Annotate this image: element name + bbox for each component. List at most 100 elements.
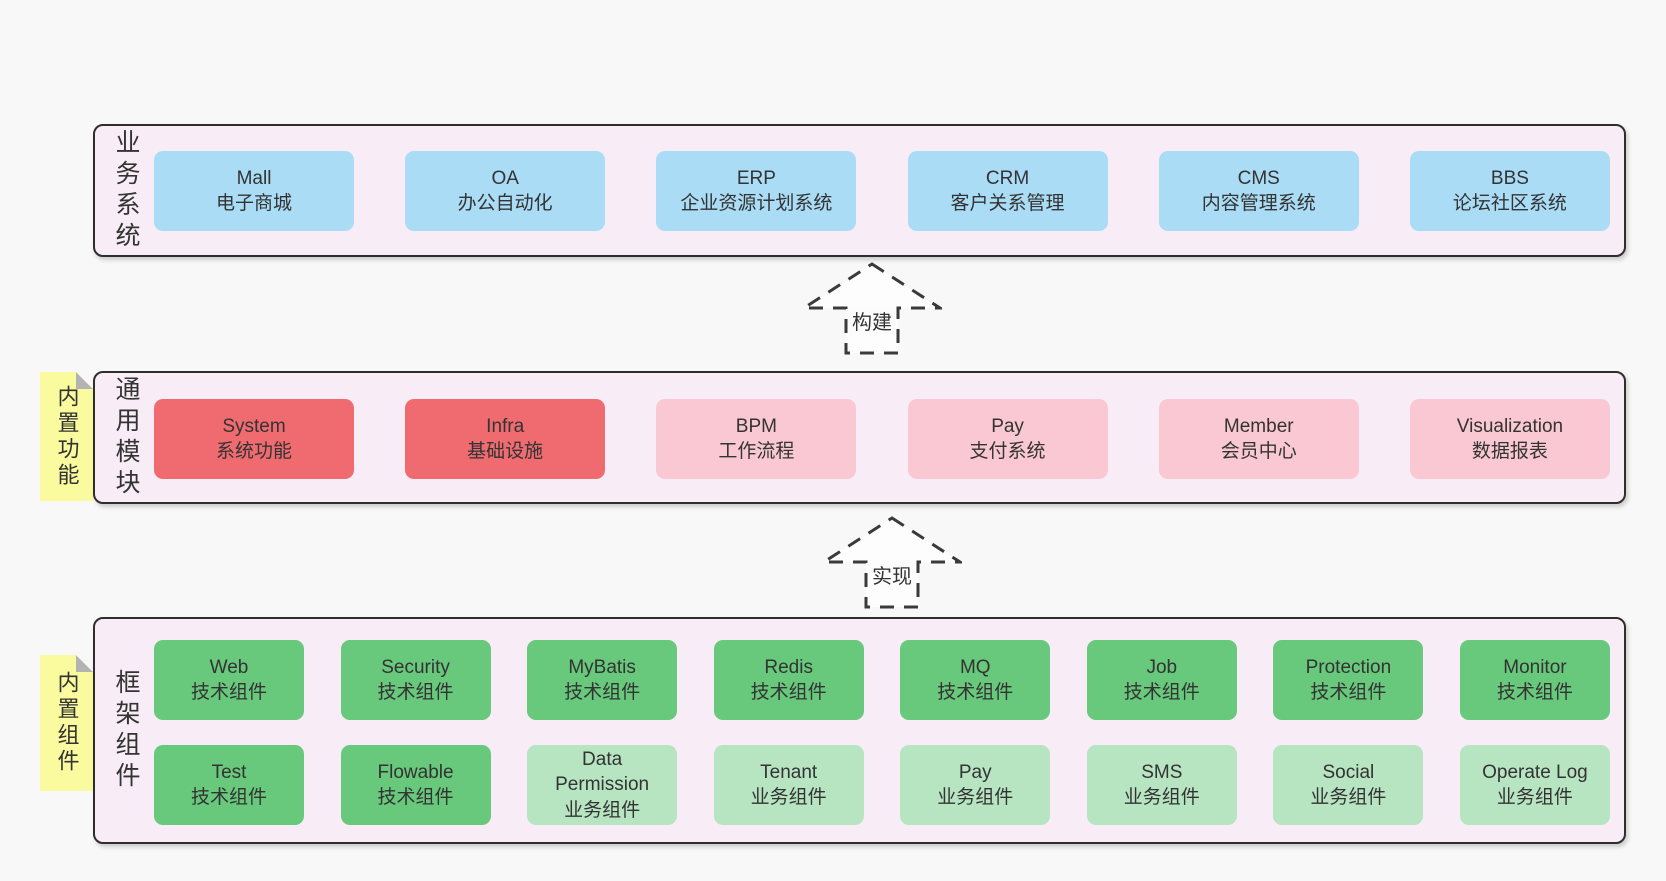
- box-social: Social 业务组件: [1273, 745, 1424, 825]
- box-desc: 业务组件: [1310, 787, 1387, 808]
- box-job: Job 技术组件: [1086, 640, 1237, 720]
- box-desc: 支付系统: [969, 441, 1046, 462]
- band-title: 框架组件: [112, 668, 140, 793]
- box-system: System 系统功能: [154, 399, 354, 479]
- box-desc: 技术组件: [1496, 682, 1573, 703]
- box-mybatis: MyBatis 技术组件: [527, 640, 678, 720]
- box-name: Flowable: [377, 761, 454, 783]
- box-desc: 论坛社区系统: [1452, 193, 1567, 214]
- box-name: Monitor: [1503, 656, 1567, 678]
- box-web: Web 技术组件: [154, 640, 304, 720]
- box-name: Operate Log: [1482, 761, 1588, 783]
- box-crm: CRM 客户关系管理: [907, 151, 1108, 231]
- box-desc: 技术组件: [190, 682, 267, 703]
- box-oa: OA 办公自动化: [405, 151, 606, 231]
- box-desc: 技术组件: [750, 682, 827, 703]
- box-name: Test: [211, 761, 247, 783]
- box-data-permission: Data Permission 业务组件: [527, 745, 678, 825]
- box-name: Tenant: [760, 761, 818, 783]
- sticky-tab-label: 内置功能: [54, 384, 80, 489]
- box-name: MQ: [959, 656, 991, 678]
- box-name: SMS: [1141, 761, 1183, 783]
- box-name: ERP: [736, 167, 776, 189]
- box-desc: 系统功能: [215, 441, 292, 462]
- box-tenant: Tenant 业务组件: [713, 745, 864, 825]
- box-visualization: Visualization 数据报表: [1409, 399, 1610, 479]
- box-name: Protection: [1305, 656, 1392, 678]
- build-arrow-label: 构建: [849, 306, 895, 335]
- box-name: Infra: [486, 415, 525, 437]
- box-name: Visualization: [1456, 415, 1564, 437]
- box-name: Web: [209, 656, 249, 678]
- box-desc: 业务组件: [1123, 787, 1200, 808]
- box-desc: 内容管理系统: [1201, 193, 1316, 214]
- box-name: CMS: [1237, 167, 1280, 189]
- common-modules-band: 通用模块 System 系统功能 Infra 基础设施 BPM 工作流程 Pay…: [93, 371, 1626, 504]
- box-sms: SMS 业务组件: [1086, 745, 1237, 825]
- box-name: MyBatis: [568, 656, 636, 678]
- box-desc: 技术组件: [564, 682, 641, 703]
- sticky-tab-built-in-functions: 内置功能: [40, 372, 93, 501]
- box-mall: Mall 电子商城: [154, 151, 354, 231]
- box-bbs: BBS 论坛社区系统: [1409, 151, 1610, 231]
- box-desc: 基础设施: [467, 441, 544, 462]
- box-name: Pay: [958, 761, 992, 783]
- box-name: Data Permission: [555, 749, 650, 796]
- box-bpm: BPM 工作流程: [656, 399, 857, 479]
- box-name: System: [222, 415, 286, 437]
- box-name: BPM: [735, 415, 777, 437]
- box-name: Pay: [991, 415, 1024, 437]
- box-name: Security: [381, 656, 450, 678]
- box-name: CRM: [985, 167, 1030, 189]
- components-box-row-2: Test 技术组件 Flowable 技术组件 Data Permission …: [154, 745, 1610, 825]
- box-security: Security 技术组件: [340, 640, 491, 720]
- folded-corner-icon: [76, 655, 93, 672]
- box-operate-log: Operate Log 业务组件: [1459, 745, 1610, 825]
- band-title: 业务系统: [112, 128, 140, 253]
- box-name: Job: [1146, 656, 1178, 678]
- box-mq: MQ 技术组件: [900, 640, 1051, 720]
- folded-corner-icon: [76, 372, 93, 389]
- box-monitor: Monitor 技术组件: [1459, 640, 1610, 720]
- box-member: Member 会员中心: [1158, 399, 1359, 479]
- box-desc: 技术组件: [937, 682, 1014, 703]
- box-desc: 业务组件: [1496, 787, 1573, 808]
- box-desc: 业务组件: [564, 799, 641, 821]
- box-desc: 企业资源计划系统: [680, 193, 833, 214]
- implement-arrow-label: 实现: [869, 560, 915, 589]
- build-arrow: 构建: [802, 262, 942, 356]
- box-name: Social: [1322, 761, 1375, 783]
- box-desc: 技术组件: [1310, 682, 1387, 703]
- box-erp: ERP 企业资源计划系统: [656, 151, 857, 231]
- business-systems-band: 业务系统 Mall 电子商城 OA 办公自动化 ERP 企业资源计划系统 CRM…: [93, 124, 1626, 257]
- box-name: Member: [1223, 415, 1294, 437]
- box-desc: 客户关系管理: [950, 193, 1065, 214]
- sticky-tab-built-in-components: 内置组件: [40, 655, 93, 791]
- box-desc: 会员中心: [1220, 441, 1297, 462]
- box-desc: 办公自动化: [457, 193, 553, 214]
- box-test: Test 技术组件: [154, 745, 304, 825]
- sticky-tab-label: 内置组件: [54, 671, 80, 775]
- box-desc: 技术组件: [377, 787, 454, 808]
- box-desc: 业务组件: [937, 787, 1014, 808]
- modules-box-row: System 系统功能 Infra 基础设施 BPM 工作流程 Pay 支付系统…: [154, 399, 1610, 479]
- box-infra: Infra 基础设施: [405, 399, 606, 479]
- box-pay-component: Pay 业务组件: [900, 745, 1051, 825]
- box-name: Mall: [236, 167, 272, 189]
- components-box-row-1: Web 技术组件 Security 技术组件 MyBatis 技术组件 Redi…: [154, 640, 1610, 720]
- box-desc: 业务组件: [750, 787, 827, 808]
- box-desc: 工作流程: [718, 441, 795, 462]
- band-title: 通用模块: [112, 375, 140, 500]
- implement-arrow: 实现: [822, 516, 962, 610]
- box-name: OA: [491, 167, 519, 189]
- box-flowable: Flowable 技术组件: [340, 745, 491, 825]
- box-pay-module: Pay 支付系统: [907, 399, 1108, 479]
- box-desc: 数据报表: [1471, 441, 1548, 462]
- box-desc: 技术组件: [377, 682, 454, 703]
- box-desc: 技术组件: [1123, 682, 1200, 703]
- business-box-row: Mall 电子商城 OA 办公自动化 ERP 企业资源计划系统 CRM 客户关系…: [154, 151, 1610, 231]
- box-cms: CMS 内容管理系统: [1158, 151, 1359, 231]
- box-name: Redis: [764, 656, 813, 678]
- box-desc: 电子商城: [215, 193, 292, 214]
